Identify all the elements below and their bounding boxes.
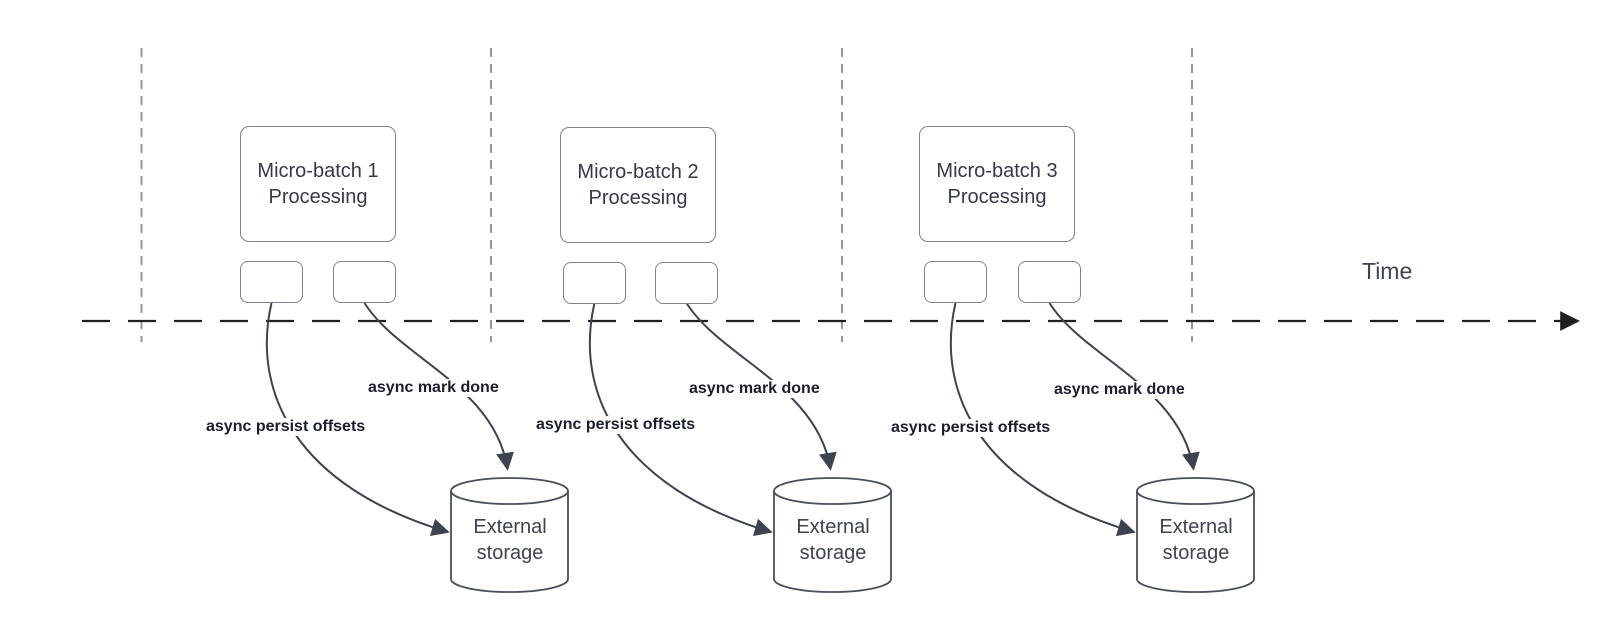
microbatch-1-processing-box: Micro-batch 1 Processing: [240, 126, 396, 242]
microbatch-3-processing-box: Micro-batch 3 Processing: [919, 126, 1075, 242]
mark-done-arrow-3: [1048, 302, 1200, 471]
offset-task-box-1: [240, 261, 303, 303]
microbatch-3-line2: Processing: [947, 186, 1047, 208]
external-storage-label-3: External storage: [1136, 514, 1256, 566]
mark-done-label-2: async mark done: [687, 380, 822, 398]
storage-1-line2: storage: [476, 542, 544, 564]
external-storage-cylinder-1: [450, 477, 569, 593]
microbatch-2-line1: Micro-batch 2: [577, 161, 699, 183]
time-axis-label: Time: [1362, 258, 1413, 284]
done-task-box-1: [333, 261, 396, 303]
persist-offsets-label-1: async persist offsets: [204, 418, 368, 436]
persist-offsets-arrow-3: [949, 302, 1136, 537]
microbatch-2-processing-box: Micro-batch 2 Processing: [560, 127, 716, 243]
storage-1-line1: External: [473, 516, 547, 538]
mark-done-arrow-2: [685, 302, 837, 471]
mark-done-label-3: async mark done: [1052, 381, 1187, 399]
microbatch-3-line1: Micro-batch 3: [936, 160, 1058, 182]
external-storage-label-1: External storage: [450, 514, 570, 566]
offset-task-box-2: [563, 262, 626, 304]
external-storage-cylinder-2: [773, 477, 892, 593]
storage-3-line2: storage: [1162, 542, 1230, 564]
done-task-box-2: [655, 262, 718, 304]
microbatch-1-line1: Micro-batch 1: [257, 160, 379, 182]
external-storage-cylinder-3: [1136, 477, 1255, 593]
offset-task-box-3: [924, 261, 987, 303]
mark-done-label-1: async mark done: [366, 379, 501, 397]
storage-3-line1: External: [1159, 516, 1233, 538]
microbatch-2-line2: Processing: [588, 187, 688, 209]
done-task-box-3: [1018, 261, 1081, 303]
persist-offsets-label-3: async persist offsets: [889, 419, 1053, 437]
persist-offsets-label-2: async persist offsets: [534, 416, 698, 434]
storage-2-line2: storage: [799, 542, 867, 564]
storage-2-line1: External: [796, 516, 870, 538]
microbatch-1-line2: Processing: [268, 186, 368, 208]
external-storage-label-2: External storage: [773, 514, 893, 566]
mark-done-arrow-1: [363, 302, 514, 471]
